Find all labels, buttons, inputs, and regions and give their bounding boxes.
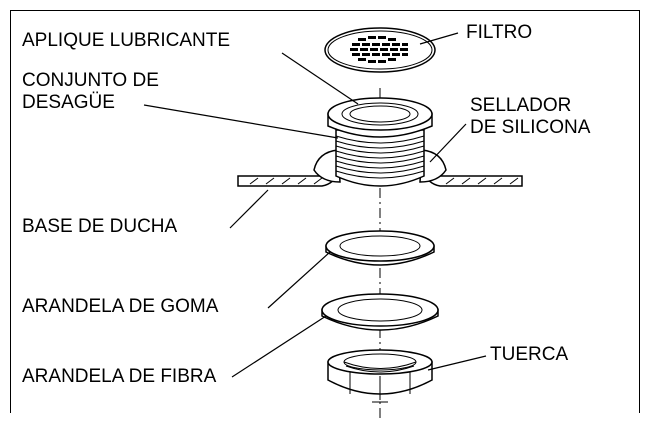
drain-body-part <box>313 97 447 187</box>
label-arandela-goma: ARANDELA DE GOMA <box>22 296 219 317</box>
label-arandela-fibra: ARANDELA DE FIBRA <box>22 366 217 387</box>
leader-sellador <box>429 123 467 163</box>
label-sellador-line2: DE SILICONA <box>470 117 591 138</box>
label-conjunto-line2: DESAGÜE <box>22 92 115 113</box>
leader-tuerca <box>427 355 487 371</box>
label-base-de-ducha: BASE DE DUCHA <box>22 216 178 237</box>
label-tuerca: TUERCA <box>490 344 569 365</box>
fiber-washer-part <box>321 293 439 331</box>
leader-conjunto <box>143 104 339 139</box>
strainer-part <box>324 27 436 73</box>
leader-base <box>229 189 269 229</box>
diagram-frame <box>10 10 640 413</box>
label-sellador-line1: SELLADOR <box>470 95 572 116</box>
strainer-slots <box>350 36 408 63</box>
label-conjunto-line1: CONJUNTO DE <box>22 70 159 91</box>
nut-part <box>327 349 433 403</box>
threads <box>335 135 425 179</box>
leader-fibra <box>231 315 327 378</box>
leader-filtro <box>419 32 459 45</box>
leader-aplique <box>281 52 359 105</box>
leader-goma <box>267 251 331 309</box>
rubber-washer-part <box>325 230 435 266</box>
label-filtro: FILTRO <box>466 22 533 43</box>
leader-lines <box>143 32 487 378</box>
label-aplique-lubricante: APLIQUE LUBRICANTE <box>22 30 230 51</box>
